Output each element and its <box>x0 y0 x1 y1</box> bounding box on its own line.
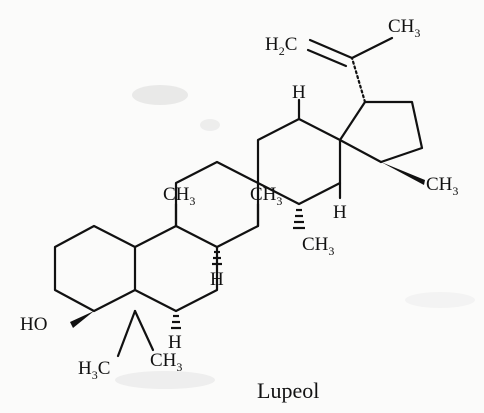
c4-methyl-left-bond <box>116 309 137 358</box>
label-h-c18: H <box>292 82 306 103</box>
c5-h-hash <box>171 314 181 330</box>
isopropenyl-double-b <box>306 48 348 68</box>
c3-hydroxyl-wedge <box>70 311 94 328</box>
label-h-c9: H <box>210 269 224 290</box>
isopropenyl-to-ch3 <box>350 36 394 60</box>
ring-b-bonds <box>133 224 219 313</box>
isopropenyl-double-a <box>308 38 354 60</box>
label-ch3-c17: CH3 <box>426 174 458 198</box>
label-h-c5: H <box>168 332 182 353</box>
c9-h-hash <box>212 250 222 266</box>
ring-e-bonds <box>338 100 424 164</box>
label-ch3-c4b: CH3 <box>150 350 182 374</box>
label-ch3-c14: CH3 <box>302 234 334 258</box>
c4-methyl-right-bond <box>133 309 155 352</box>
molecule-name-caption: Lupeol <box>257 378 319 403</box>
c17-methyl-wedge <box>381 162 425 185</box>
ring-a-bonds <box>53 224 137 313</box>
ring-skeleton <box>53 100 424 313</box>
label-h2c: H2C <box>265 34 297 58</box>
atom-labels: H2C CH3 H H CH3 CH3 CH3 H CH3 HO H H3C C… <box>20 16 458 382</box>
label-ch3-c10: CH3 <box>163 184 195 208</box>
substituent-bonds <box>70 36 425 358</box>
ring-c-bonds <box>174 160 260 249</box>
isopropenyl-hash-bond <box>350 56 367 104</box>
paper-smudges <box>115 85 475 389</box>
label-h-c13: H <box>333 202 347 223</box>
label-ch3-top: CH3 <box>388 16 420 40</box>
label-ho: HO <box>20 314 47 335</box>
label-h3c-left: H3C <box>78 358 110 382</box>
label-ch3-c8: CH3 <box>250 184 282 208</box>
c14-methyl-hash <box>293 208 305 230</box>
